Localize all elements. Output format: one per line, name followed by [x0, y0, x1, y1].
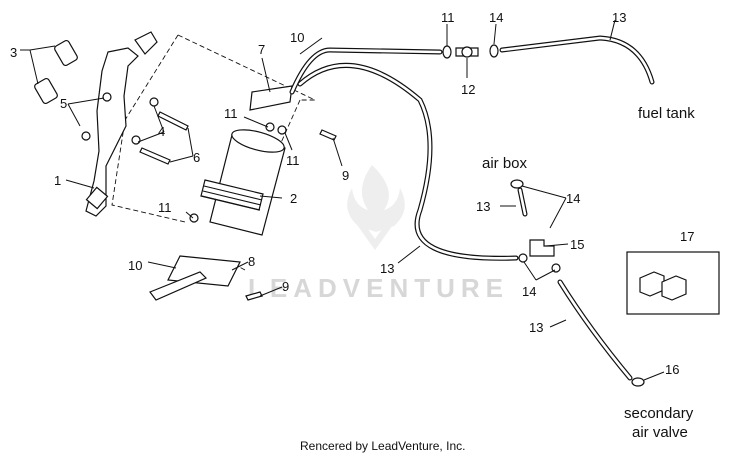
callout-13-tank: 13 [612, 10, 626, 25]
label-secondary: secondary [624, 405, 694, 422]
callout-7: 7 [258, 42, 265, 57]
clamp-part-14-top [489, 44, 499, 58]
cap-part-3 [34, 39, 78, 105]
filter-part-12 [455, 46, 479, 58]
cap-part-16 [631, 377, 645, 387]
callout-12: 12 [461, 82, 475, 97]
label-air-valve: air valve [632, 424, 688, 441]
bolt-part-6 [139, 111, 189, 165]
footer-credit: Rencered by LeadVenture, Inc. [300, 439, 465, 453]
hose-part-10 [289, 47, 443, 95]
callout-14-airbox: 14 [566, 191, 580, 206]
callout-6: 6 [193, 150, 200, 165]
clamp-part-11-top [442, 45, 452, 59]
callout-5: 5 [60, 96, 67, 111]
label-air-box: air box [482, 155, 528, 172]
pipe-part-10-lower [149, 271, 208, 301]
hose-part-13-tank [499, 35, 655, 85]
callout-4: 4 [158, 124, 165, 139]
nut-part-4 [131, 97, 159, 145]
watermark-text: LEADVENTURE [248, 273, 509, 303]
callout-11-c: 11 [158, 200, 172, 215]
callout-3: 3 [10, 45, 17, 60]
callout-11-b: 11 [286, 153, 300, 168]
callout-13-airbox: 13 [476, 199, 490, 214]
callout-13-valve: 13 [529, 320, 543, 335]
callout-2: 2 [290, 191, 297, 206]
watermark-logo [347, 165, 405, 250]
connector-part-17 [639, 271, 687, 301]
clamp-part-7 [249, 85, 293, 111]
callout-16: 16 [665, 362, 679, 377]
fastener-part-5 [81, 92, 112, 141]
callout-8: 8 [248, 254, 255, 269]
canister-part-2 [200, 129, 286, 236]
callout-17: 17 [680, 229, 694, 244]
callout-1: 1 [54, 173, 61, 188]
callout-15: 15 [570, 237, 584, 252]
bracket-part-1 [85, 31, 158, 217]
hose-part-13-main [297, 63, 519, 261]
callout-13-main: 13 [380, 261, 394, 276]
hose-part-13-airbox [517, 187, 528, 217]
label-fuel-tank: fuel tank [638, 105, 695, 122]
callout-10-upper: 10 [290, 30, 304, 45]
callout-9-lower: 9 [282, 279, 289, 294]
callout-11-d: 11 [441, 10, 455, 25]
clamp-part-14-airbox [510, 179, 524, 189]
callout-9-upper: 9 [342, 168, 349, 183]
callout-10-lower: 10 [128, 258, 142, 273]
hose-part-13-valve [557, 279, 633, 381]
callout-11-a: 11 [224, 106, 238, 121]
callout-14-top: 14 [489, 10, 503, 25]
clamp-part-11-canister [189, 122, 287, 223]
screw-part-9-lower [245, 291, 263, 301]
callout-14-tee: 14 [522, 284, 536, 299]
tee-part-15 [529, 239, 555, 257]
